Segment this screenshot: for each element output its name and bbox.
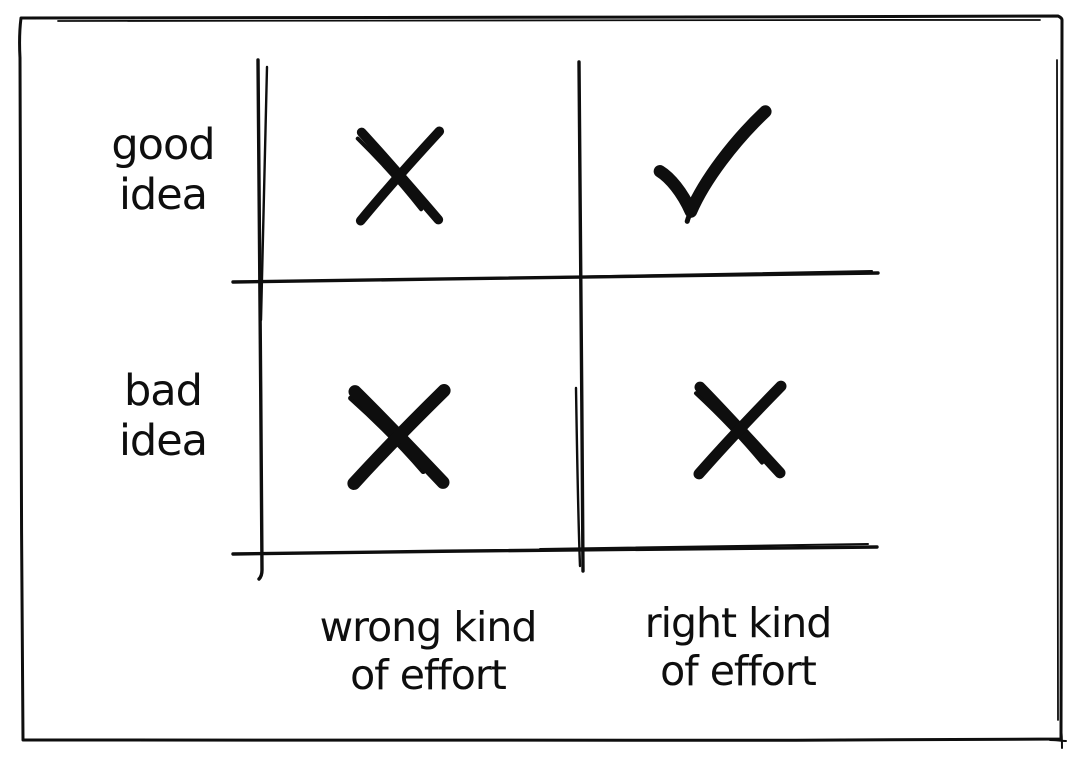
x-mark-icon — [344, 383, 454, 491]
row-label-line: idea — [118, 415, 208, 466]
row-label-line: idea — [118, 169, 208, 220]
column-label-line: right kind — [644, 599, 833, 647]
x-mark-icon — [690, 379, 790, 481]
x-mark-icon — [352, 124, 448, 228]
grid-horizontal-line-2 — [231, 543, 879, 556]
row-label-good-idea: good idea — [83, 120, 243, 221]
check-mark-icon — [650, 103, 774, 225]
column-label-wrong-kind-of-effort: wrong kind of effort — [318, 603, 538, 699]
column-label-line: wrong kind — [319, 603, 538, 651]
grid-horizontal-line-1 — [231, 270, 880, 284]
grid-vertical-line-2 — [574, 60, 585, 573]
outer-border — [18, 14, 1067, 749]
grid-vertical-line-1 — [256, 58, 269, 581]
row-label-line: good — [111, 120, 215, 170]
column-label-line: of effort — [350, 650, 507, 699]
row-label-line: bad — [124, 366, 203, 416]
column-label-line: of effort — [660, 646, 817, 695]
row-label-bad-idea: bad idea — [83, 366, 243, 467]
column-label-right-kind-of-effort: right kind of effort — [628, 599, 848, 695]
